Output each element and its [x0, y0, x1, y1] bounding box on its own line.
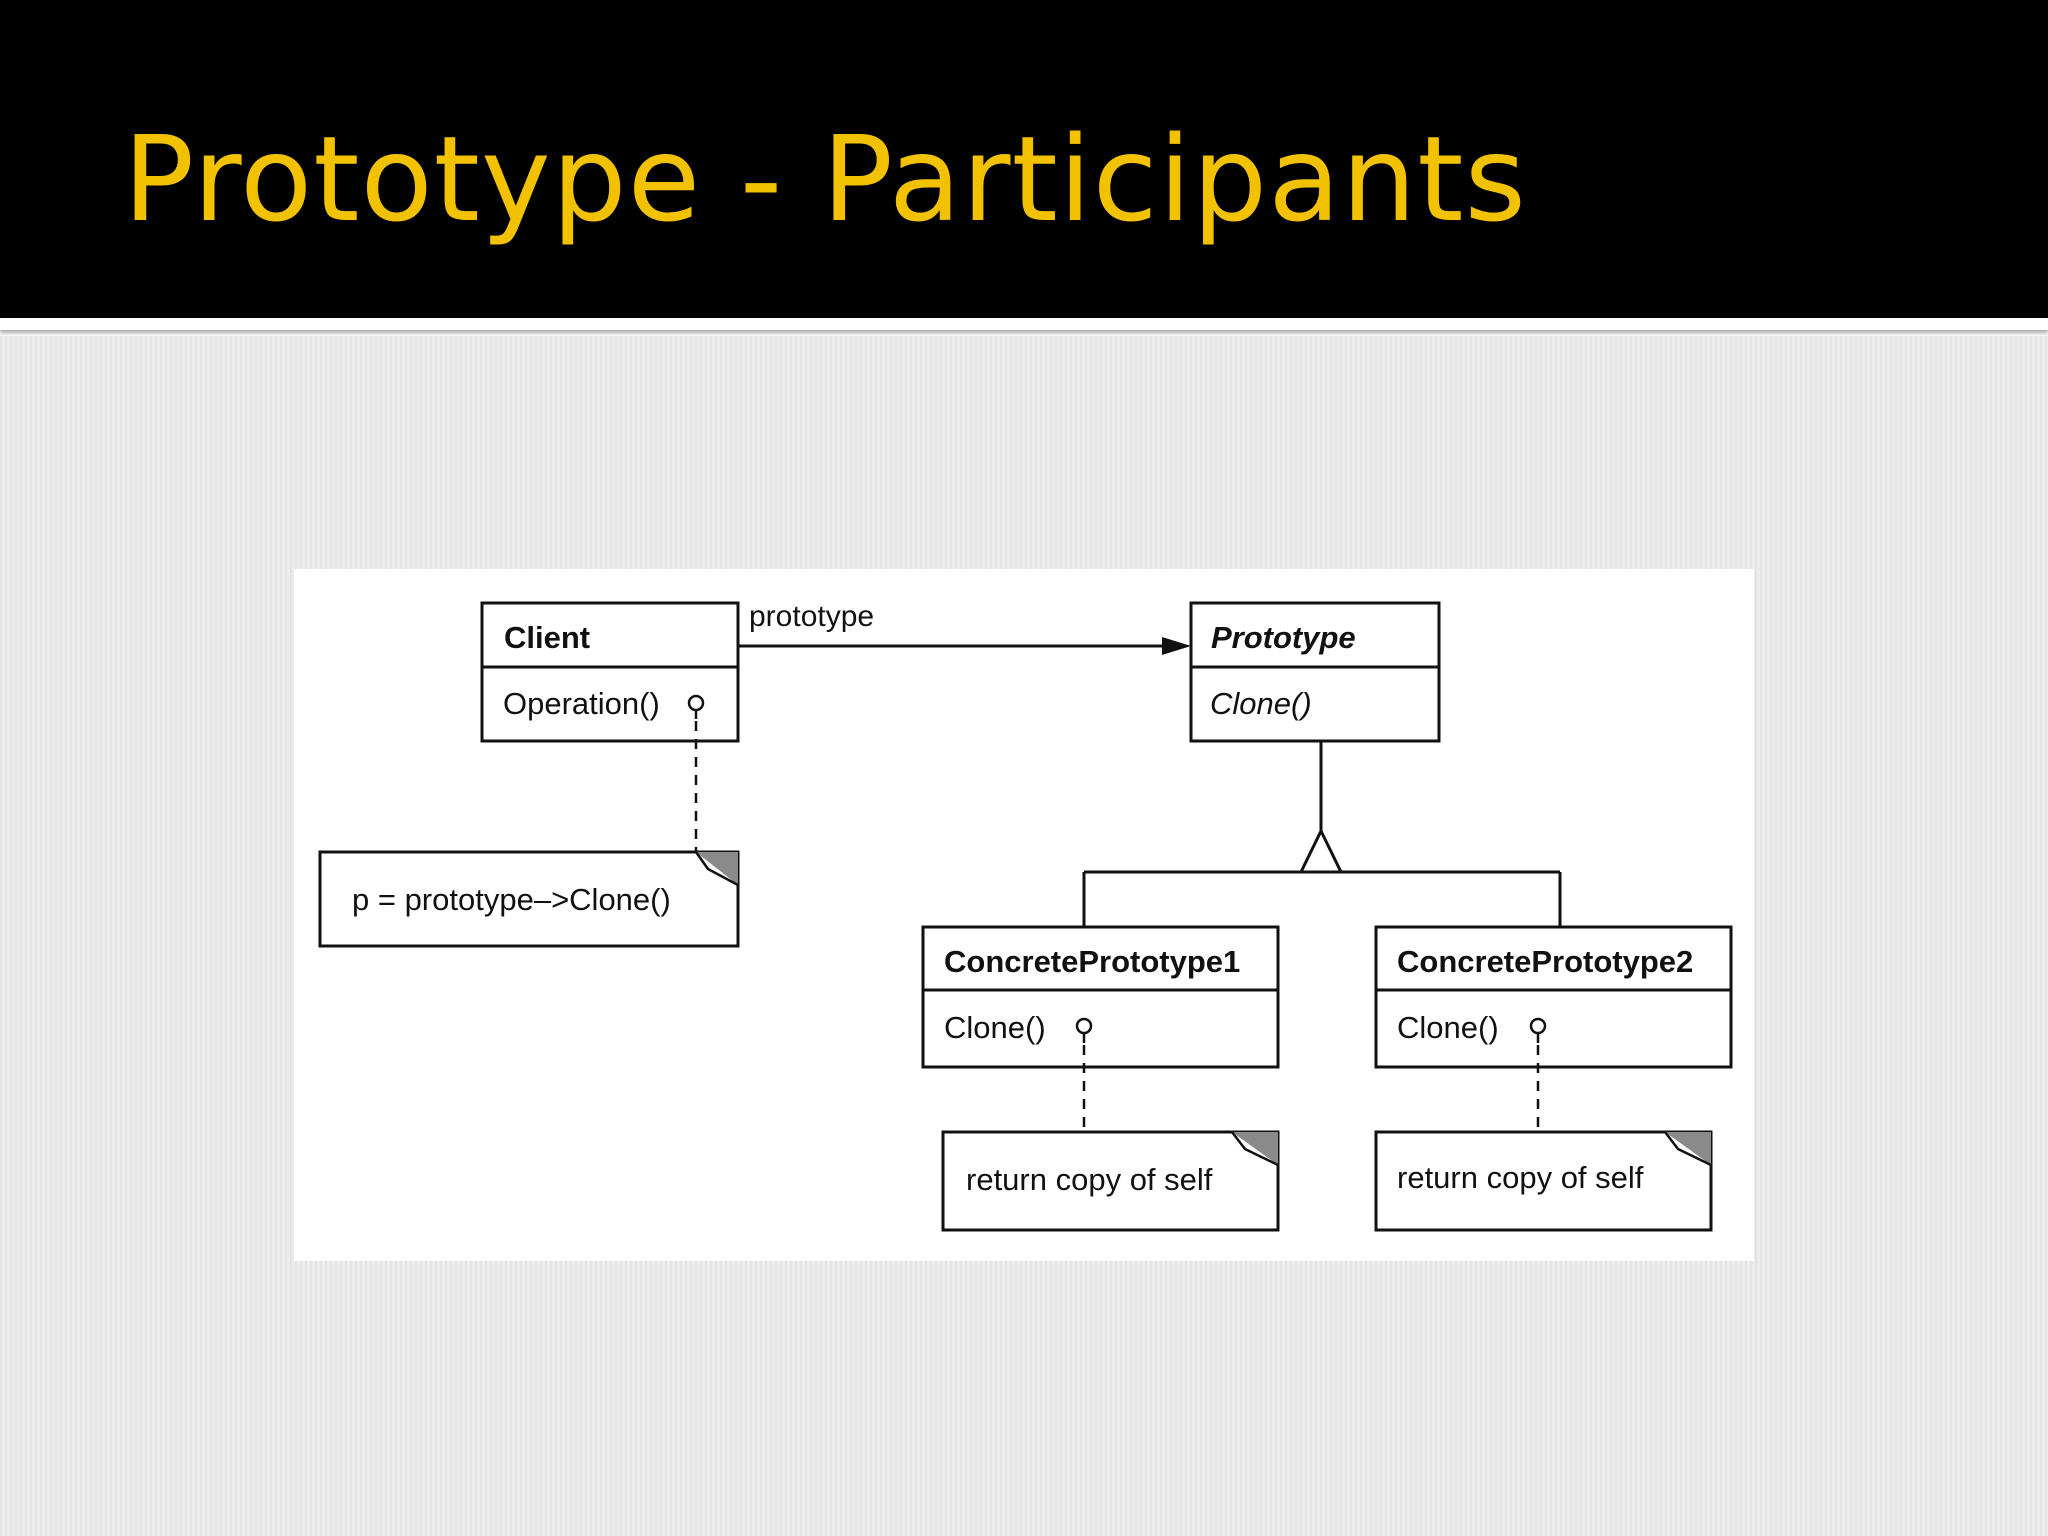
client-class-name: Client — [504, 620, 590, 655]
concrete-prototype-1-name: ConcretePrototype1 — [944, 944, 1240, 979]
concrete-1-note-fold-icon — [1232, 1132, 1278, 1165]
association-label: prototype — [749, 600, 874, 633]
prototype-class-name: Prototype — [1211, 620, 1356, 655]
concrete-prototype-2-operation: Clone() — [1397, 1010, 1499, 1045]
concrete-1-note-text: return copy of self — [966, 1162, 1213, 1197]
concrete-prototype-1-class: ConcretePrototype1 Clone() — [921, 925, 1280, 1069]
concrete-2-note-fold-icon — [1665, 1132, 1711, 1165]
prototype-class-box — [1189, 601, 1441, 743]
title-divider — [0, 318, 2048, 330]
concrete-1-note: return copy of self — [941, 1130, 1280, 1232]
prototype-class: Prototype Clone() — [1189, 601, 1441, 743]
concrete-2-note: return copy of self — [1374, 1130, 1713, 1232]
concrete-2-note-anchor-icon — [1529, 1017, 1547, 1035]
uml-diagram: Client Operation() p = prototype–>Clone(… — [294, 569, 1754, 1261]
concrete-2-note-fold-edge — [1664, 1131, 1712, 1167]
prototype-operation: Clone() — [1210, 686, 1312, 721]
client-note-box — [318, 850, 740, 948]
concrete-prototype-2-box — [1374, 925, 1733, 1069]
inheritance-triangle-icon — [1298, 827, 1344, 874]
association-arrowhead-icon — [1162, 637, 1191, 655]
concrete-prototype-1-box — [921, 925, 1280, 1069]
client-note-fold-icon — [696, 852, 738, 885]
concrete-1-note-anchor-icon — [1075, 1017, 1093, 1035]
slide-title: Prototype - Participants — [123, 110, 1527, 248]
uml-diagram-canvas: Client Operation() p = prototype–>Clone(… — [318, 600, 1733, 1232]
client-note: p = prototype–>Clone() — [318, 850, 740, 948]
concrete-1-note-fold-edge — [1231, 1131, 1279, 1167]
concrete-prototype-2-class: ConcretePrototype2 Clone() — [1374, 925, 1733, 1069]
client-note-text: p = prototype–>Clone() — [352, 882, 671, 917]
concrete-1-note-box — [941, 1130, 1280, 1232]
concrete-2-note-box — [1374, 1130, 1713, 1232]
client-class: Client Operation() — [480, 601, 740, 743]
concrete-prototype-1-operation: Clone() — [944, 1010, 1046, 1045]
client-operation: Operation() — [503, 686, 660, 721]
client-note-fold-edge — [694, 851, 739, 887]
concrete-prototype-2-name: ConcretePrototype2 — [1397, 944, 1693, 979]
client-note-anchor-icon — [687, 694, 705, 712]
title-band: Prototype - Participants — [0, 0, 2048, 318]
concrete-2-note-text: return copy of self — [1397, 1160, 1644, 1195]
